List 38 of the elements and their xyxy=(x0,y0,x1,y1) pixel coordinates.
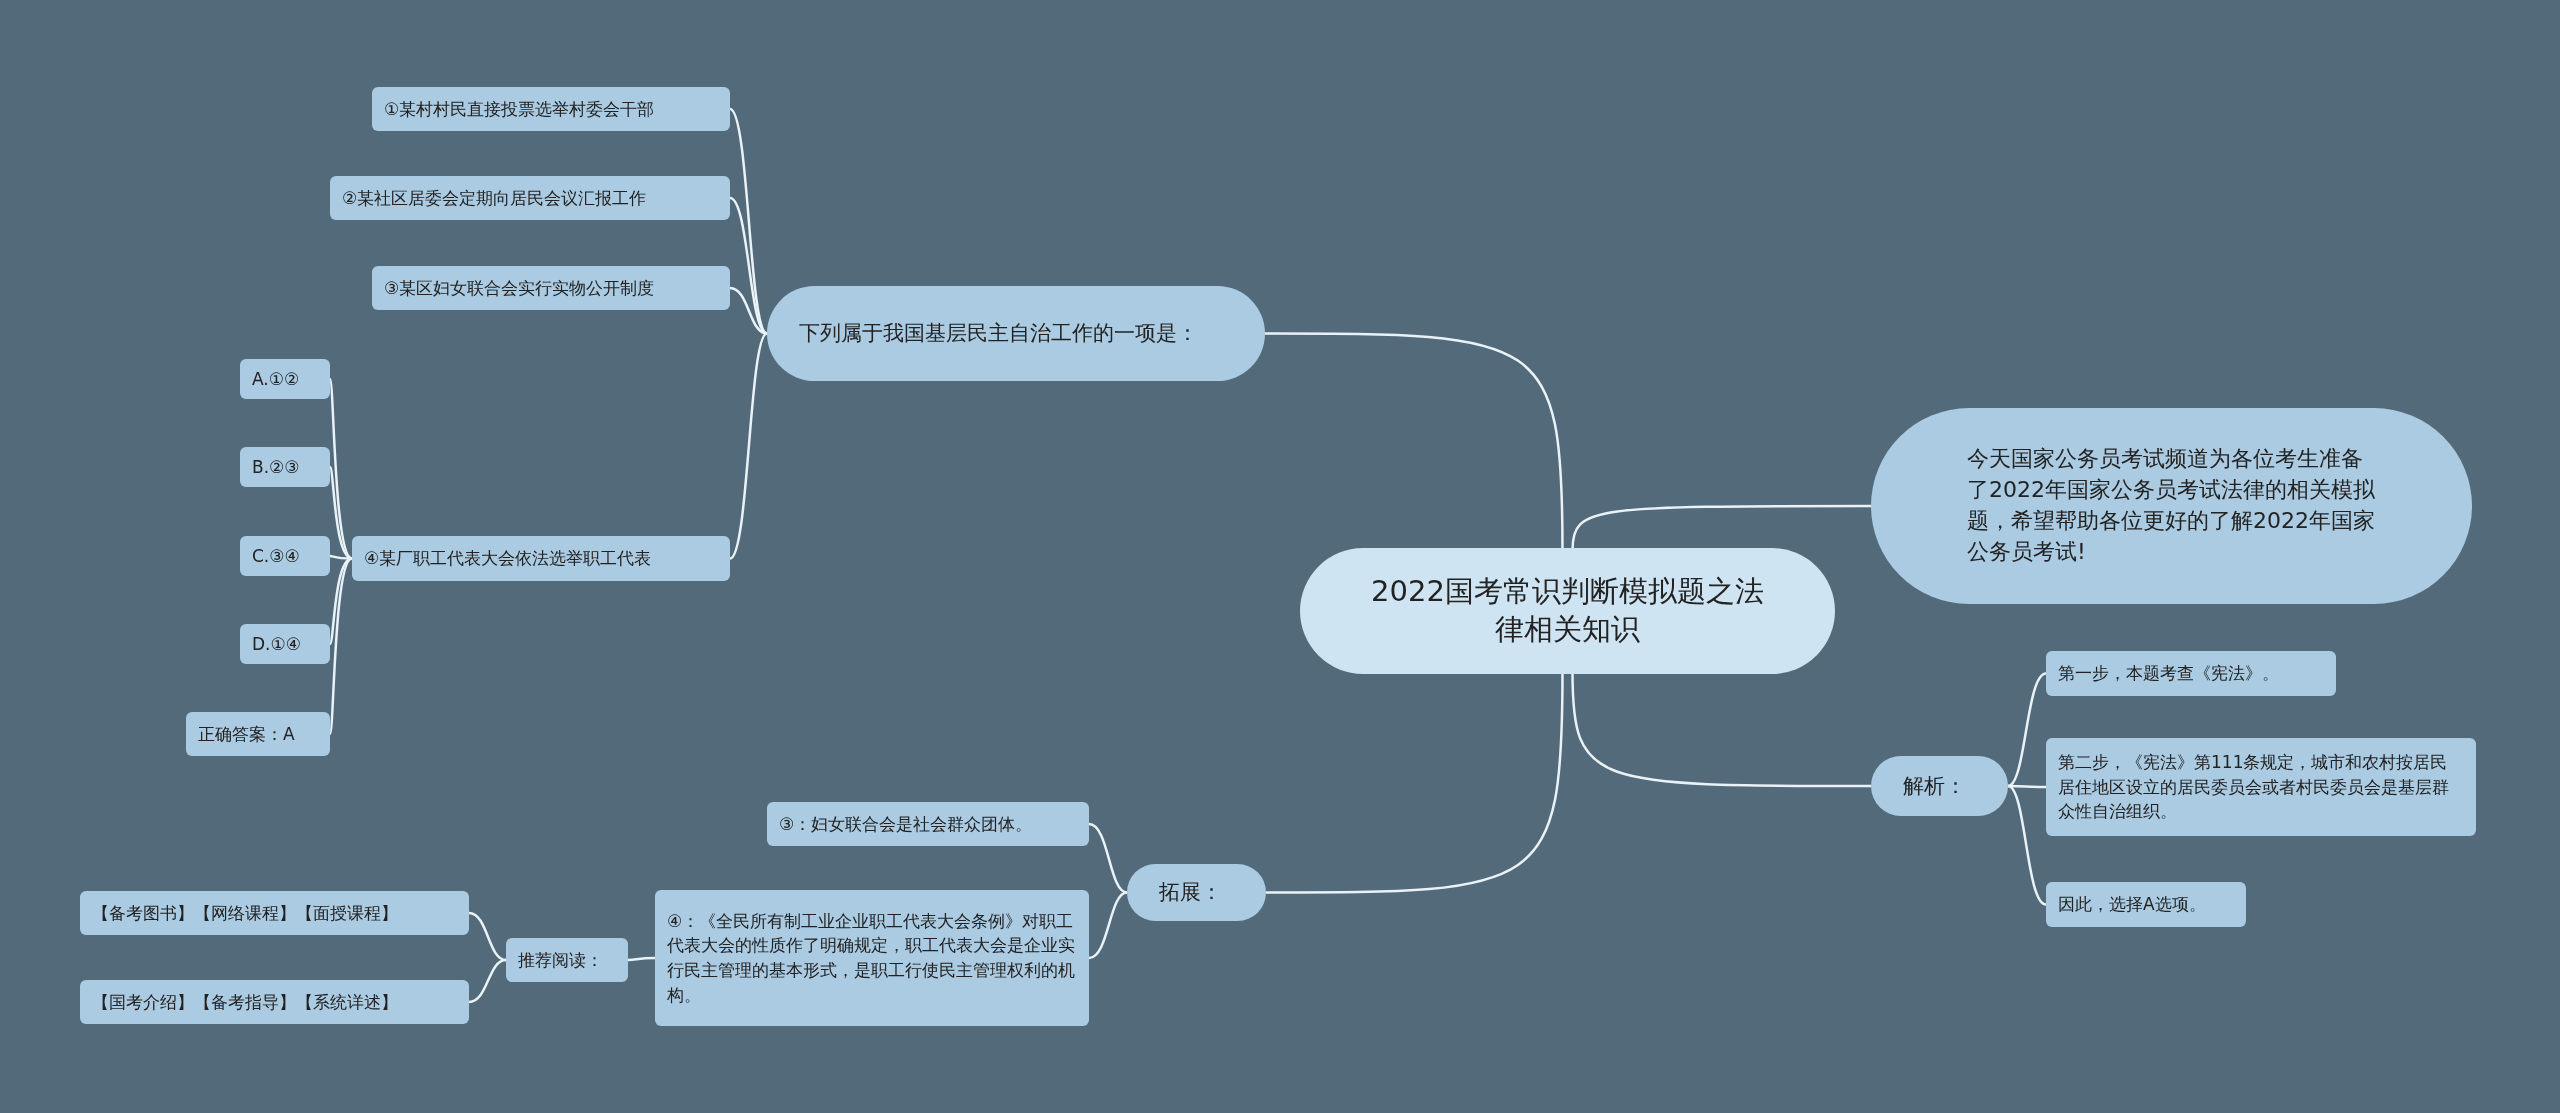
branch-connector xyxy=(2008,784,2046,789)
branch-connector xyxy=(1571,504,1871,551)
answer-choice: C.③④ xyxy=(240,536,330,576)
extension-topic: 拓展： xyxy=(1127,864,1266,921)
answer-choice: B.②③ xyxy=(240,447,330,487)
central-topic: 2022国考常识判断模拟题之法律相关知识 xyxy=(1300,548,1835,674)
option-statement: ④某厂职工代表大会依法选举职工代表 xyxy=(352,536,730,581)
branch-connector xyxy=(2007,784,2047,906)
branch-connector xyxy=(1088,891,1128,960)
reading-topic: 推荐阅读： xyxy=(506,938,628,982)
branch-connector xyxy=(328,557,353,735)
branch-connector xyxy=(1088,822,1128,894)
branch-connector xyxy=(2007,672,2047,788)
analysis-step: 第一步，本题考查《宪法》。 xyxy=(2046,651,2336,696)
branch-connector xyxy=(1265,332,1564,550)
branch-connector xyxy=(627,956,655,962)
analysis-step: 因此，选择A选项。 xyxy=(2046,882,2246,927)
intro-topic: 今天国家公务员考试频道为各位考生准备了2022年国家公务员考试法律的相关模拟题，希望帮助各位更好的了解2022年国家公务员考试! xyxy=(1871,408,2472,604)
branch-connector xyxy=(468,958,507,1004)
branch-connector xyxy=(468,911,507,962)
reading-links: 【备考图书】【网络课程】【面授课程】 xyxy=(80,891,469,935)
branch-connector xyxy=(329,554,352,560)
option-statement: ②某社区居委会定期向居民会议汇报工作 xyxy=(330,176,730,220)
branch-connector xyxy=(729,196,768,335)
reading-links: 【国考介绍】【备考指导】【系统详述】 xyxy=(80,980,469,1024)
answer-choice: D.①④ xyxy=(240,624,330,664)
question-topic: 下列属于我国基层民主自治工作的一项是： xyxy=(767,286,1265,381)
branch-connector xyxy=(729,108,768,335)
option-statement: ①某村村民直接投票选举村委会干部 xyxy=(372,87,730,131)
analysis-topic: 解析： xyxy=(1871,756,2008,816)
answer-choice: A.①② xyxy=(240,359,330,399)
extension-note: ③：妇女联合会是社会群众团体。 xyxy=(767,802,1089,846)
analysis-step: 第二步，《宪法》第111条规定，城市和农村按居民居住地区设立的居民委员会或者村民委员会是基层群众性自治组织。 xyxy=(2046,738,2476,836)
option-statement: ③某区妇女联合会实行实物公开制度 xyxy=(372,266,730,310)
branch-connector xyxy=(1266,672,1564,894)
extension-note: ④：《全民所有制工业企业职工代表大会条例》对职工代表大会的性质作了明确规定，职工代表大会是企业实行民主管理的基本形式，是职工行使民主管理权利的机构。 xyxy=(655,890,1089,1026)
correct-answer: 正确答案：A xyxy=(186,712,330,756)
branch-connector xyxy=(729,332,768,560)
